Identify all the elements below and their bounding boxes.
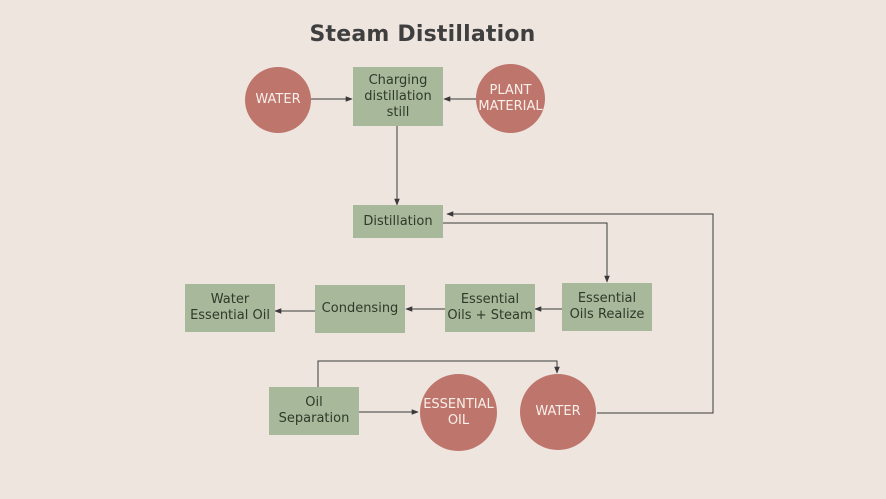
water-essential-oil-node: Water Essential Oil <box>185 284 275 332</box>
distillation-node: Distillation <box>353 205 443 238</box>
water-input-node: WATER <box>245 67 311 133</box>
arrow-distillation-to-oils-realize <box>443 222 610 283</box>
essential-oil-node: ESSENTIAL OIL <box>420 374 497 451</box>
plant-material-node: PLANT MATERIAL <box>476 64 545 133</box>
condensing-node: Condensing <box>315 285 405 333</box>
diagram-title: Steam Distillation <box>309 22 536 47</box>
oil-separation-node: Oil Separation <box>269 387 359 435</box>
oils-realize-node: Essential Oils Realize <box>562 283 652 331</box>
arrow-water-recycle-to-distillation <box>446 211 714 414</box>
oils-steam-node: Essential Oils + Steam <box>445 284 535 332</box>
water-recycle-node: WATER <box>520 374 596 450</box>
charging-still-node: Charging distillation still <box>353 67 443 126</box>
arrow-separation-to-water <box>317 360 560 387</box>
